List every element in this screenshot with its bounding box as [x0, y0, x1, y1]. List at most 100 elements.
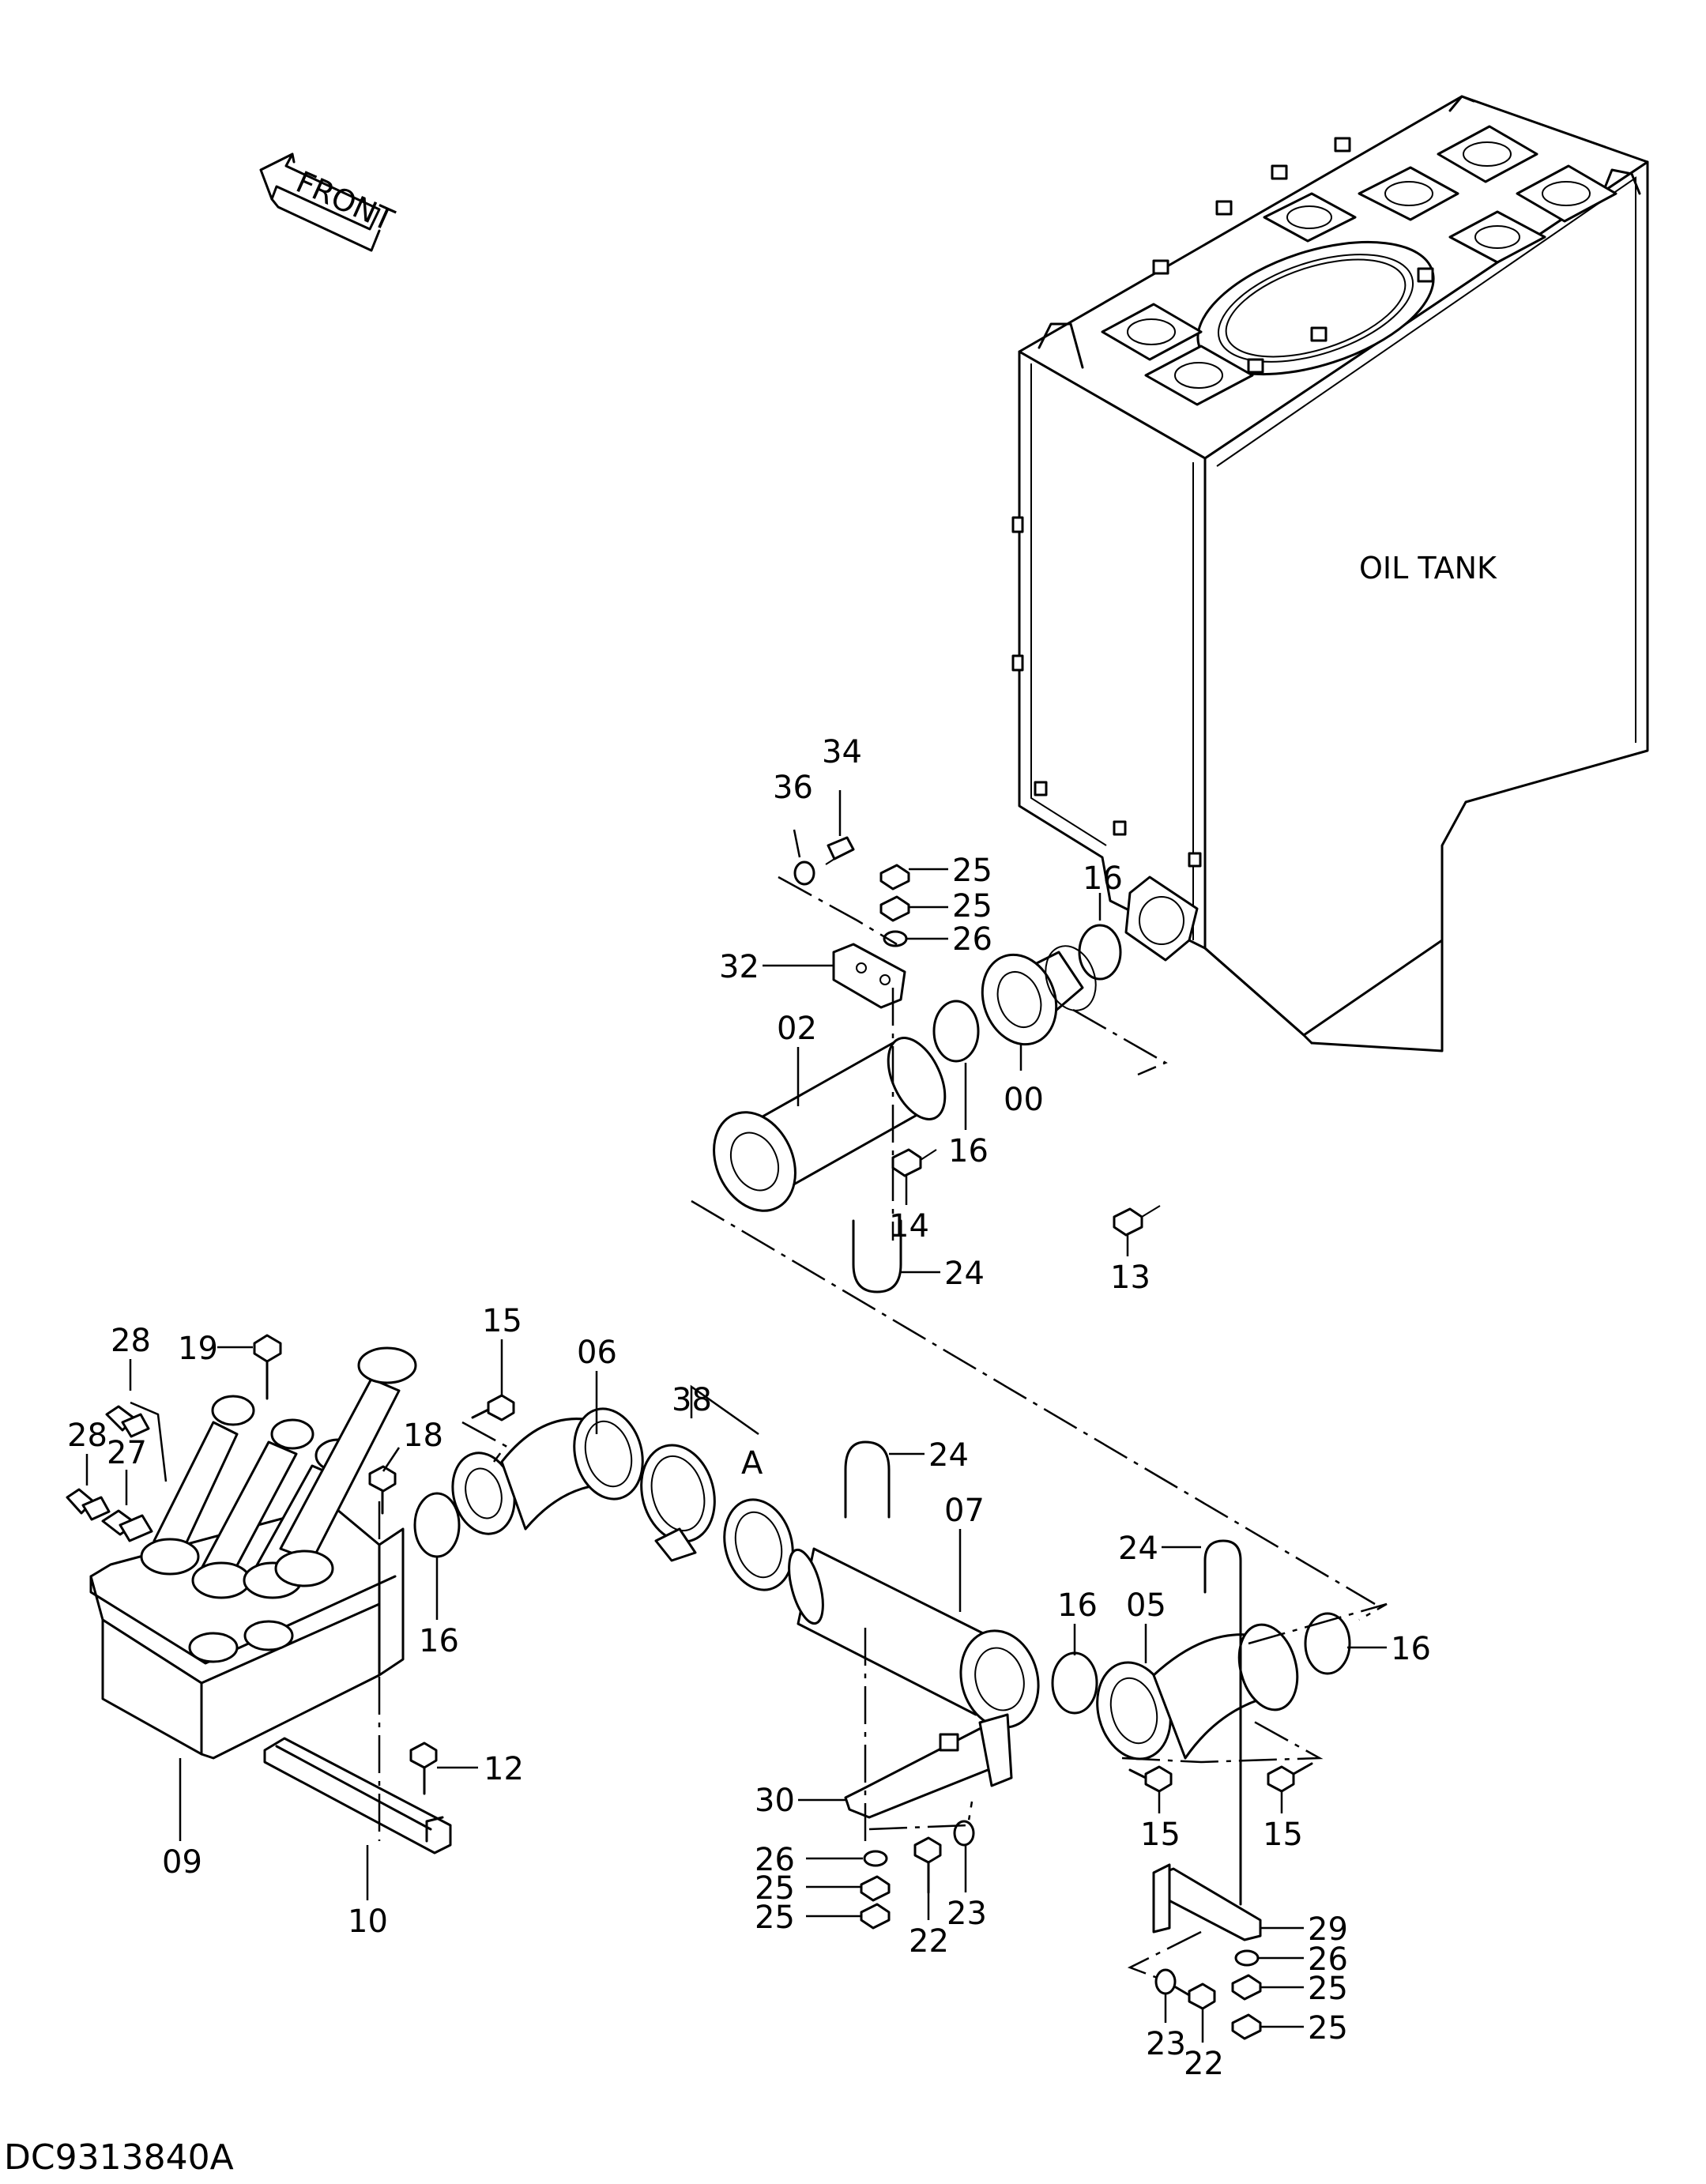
callout-25: 25	[1308, 2010, 1348, 2047]
bracket-29	[1152, 1863, 1262, 1941]
bolt-18	[368, 1465, 397, 1515]
o-ring-16-b	[932, 1000, 980, 1063]
elbow-05	[1096, 1623, 1299, 1760]
washer-23-b	[1154, 1968, 1177, 1995]
callout-15: 15	[482, 1303, 522, 1339]
callout-30: 30	[755, 1783, 795, 1819]
bolt-15-b	[1128, 1765, 1173, 1793]
nut-25-f	[1231, 2013, 1262, 2040]
callout-16: 16	[1083, 860, 1123, 897]
clamp-38-a	[640, 1444, 716, 1562]
callout-15: 15	[1263, 1817, 1303, 1853]
front-arrow-icon: FRONT	[259, 153, 400, 252]
callout-34: 34	[822, 734, 862, 770]
front-arrow-label: FRONT	[291, 164, 399, 238]
callout-22: 22	[1184, 2046, 1224, 2082]
callout-16: 16	[948, 1133, 989, 1169]
o-ring-16-a	[1078, 924, 1122, 981]
callout-28: 28	[67, 1418, 107, 1454]
callout-24: 24	[1118, 1531, 1158, 1567]
u-bolt-24-c	[1203, 1539, 1242, 1906]
callout-18: 18	[403, 1418, 443, 1454]
bolt-34	[825, 836, 855, 865]
oil-tank-label: OIL TANK	[1359, 551, 1497, 586]
nut-25-c	[860, 1875, 891, 1902]
u-bolt-24-a	[852, 1219, 902, 1293]
callout-10: 10	[348, 1903, 388, 1940]
callout-29: 29	[1308, 1911, 1348, 1948]
nut-25-b	[879, 895, 910, 922]
fitting-27	[101, 1509, 153, 1542]
callout-09: 09	[162, 1844, 202, 1881]
o-ring-16-e	[1304, 1612, 1351, 1675]
callout-14: 14	[889, 1208, 929, 1245]
callout-26: 26	[755, 1842, 795, 1878]
leader-lines	[85, 790, 1387, 2043]
plate-10	[263, 1737, 452, 1855]
callout-16: 16	[1391, 1631, 1431, 1667]
callout-19: 19	[178, 1331, 218, 1367]
nut-25-a	[879, 864, 910, 891]
callout-24: 24	[928, 1437, 969, 1474]
view-marker-a: A	[741, 1445, 763, 1482]
callout-12: 12	[484, 1751, 524, 1787]
bolt-22-b	[1174, 1983, 1216, 2010]
pipe-02	[713, 1037, 947, 1212]
bolt-12	[409, 1742, 438, 1795]
hose-assembly	[140, 1346, 417, 1663]
callout-13: 13	[1110, 1260, 1151, 1296]
callout-16: 16	[1057, 1587, 1098, 1624]
washer-26-b	[863, 1850, 888, 1867]
washer-23-a	[953, 1820, 975, 1847]
callout-26: 26	[952, 921, 992, 958]
u-bolt-24-b	[844, 1440, 891, 1519]
callout-38: 38	[672, 1382, 712, 1418]
fitting-28-a	[105, 1405, 150, 1438]
bolt-13	[1113, 1205, 1161, 1237]
fitting-28-b	[66, 1488, 111, 1521]
bolt-15-a	[471, 1394, 515, 1421]
callout-07: 07	[944, 1493, 985, 1529]
washer-26-a	[883, 930, 908, 947]
callout-25: 25	[755, 1900, 795, 1936]
callout-25: 25	[1308, 1971, 1348, 2007]
callout-02: 02	[777, 1011, 817, 1047]
callout-22: 22	[909, 1923, 949, 1960]
bolt-22-a	[913, 1836, 942, 1894]
bracket-30	[844, 1713, 1013, 1819]
washer-36	[793, 860, 815, 886]
callout-26: 26	[1308, 1941, 1348, 1978]
adapter-00	[981, 945, 1097, 1046]
elbow-06	[451, 1407, 644, 1535]
callout-00: 00	[1004, 1082, 1044, 1118]
callout-28: 28	[111, 1323, 151, 1359]
nut-25-e	[1231, 1974, 1262, 2001]
callout-25: 25	[952, 888, 992, 924]
callout-36: 36	[773, 770, 813, 806]
callout-23: 23	[947, 1896, 987, 1932]
nut-25-d	[860, 1903, 891, 1930]
callout-05: 05	[1126, 1587, 1166, 1624]
callout-06: 06	[577, 1335, 617, 1371]
clamp-38-b	[723, 1498, 794, 1591]
oil-tank: OIL TANK	[1011, 95, 1649, 1052]
callout-32: 32	[719, 949, 759, 985]
callout-16: 16	[419, 1623, 459, 1659]
bolt-14	[891, 1148, 937, 1177]
bolt-19	[253, 1334, 282, 1400]
callout-25: 25	[755, 1870, 795, 1907]
callouts: 36 34 25 25 26 32 02 16 16 00 13 14 24 2…	[67, 734, 1431, 2082]
o-ring-16-d	[1051, 1651, 1098, 1715]
callout-27: 27	[107, 1435, 147, 1471]
callout-24: 24	[944, 1256, 985, 1292]
pipe-07	[788, 1547, 1040, 1729]
callout-25: 25	[952, 853, 992, 889]
drawing-reference-code: DC9313840A	[4, 2137, 234, 2178]
bracket-32	[832, 943, 906, 1009]
callout-15: 15	[1140, 1817, 1181, 1853]
washer-26-c	[1234, 1949, 1260, 1967]
callout-23: 23	[1146, 2026, 1186, 2062]
o-ring-16-c	[413, 1492, 461, 1558]
